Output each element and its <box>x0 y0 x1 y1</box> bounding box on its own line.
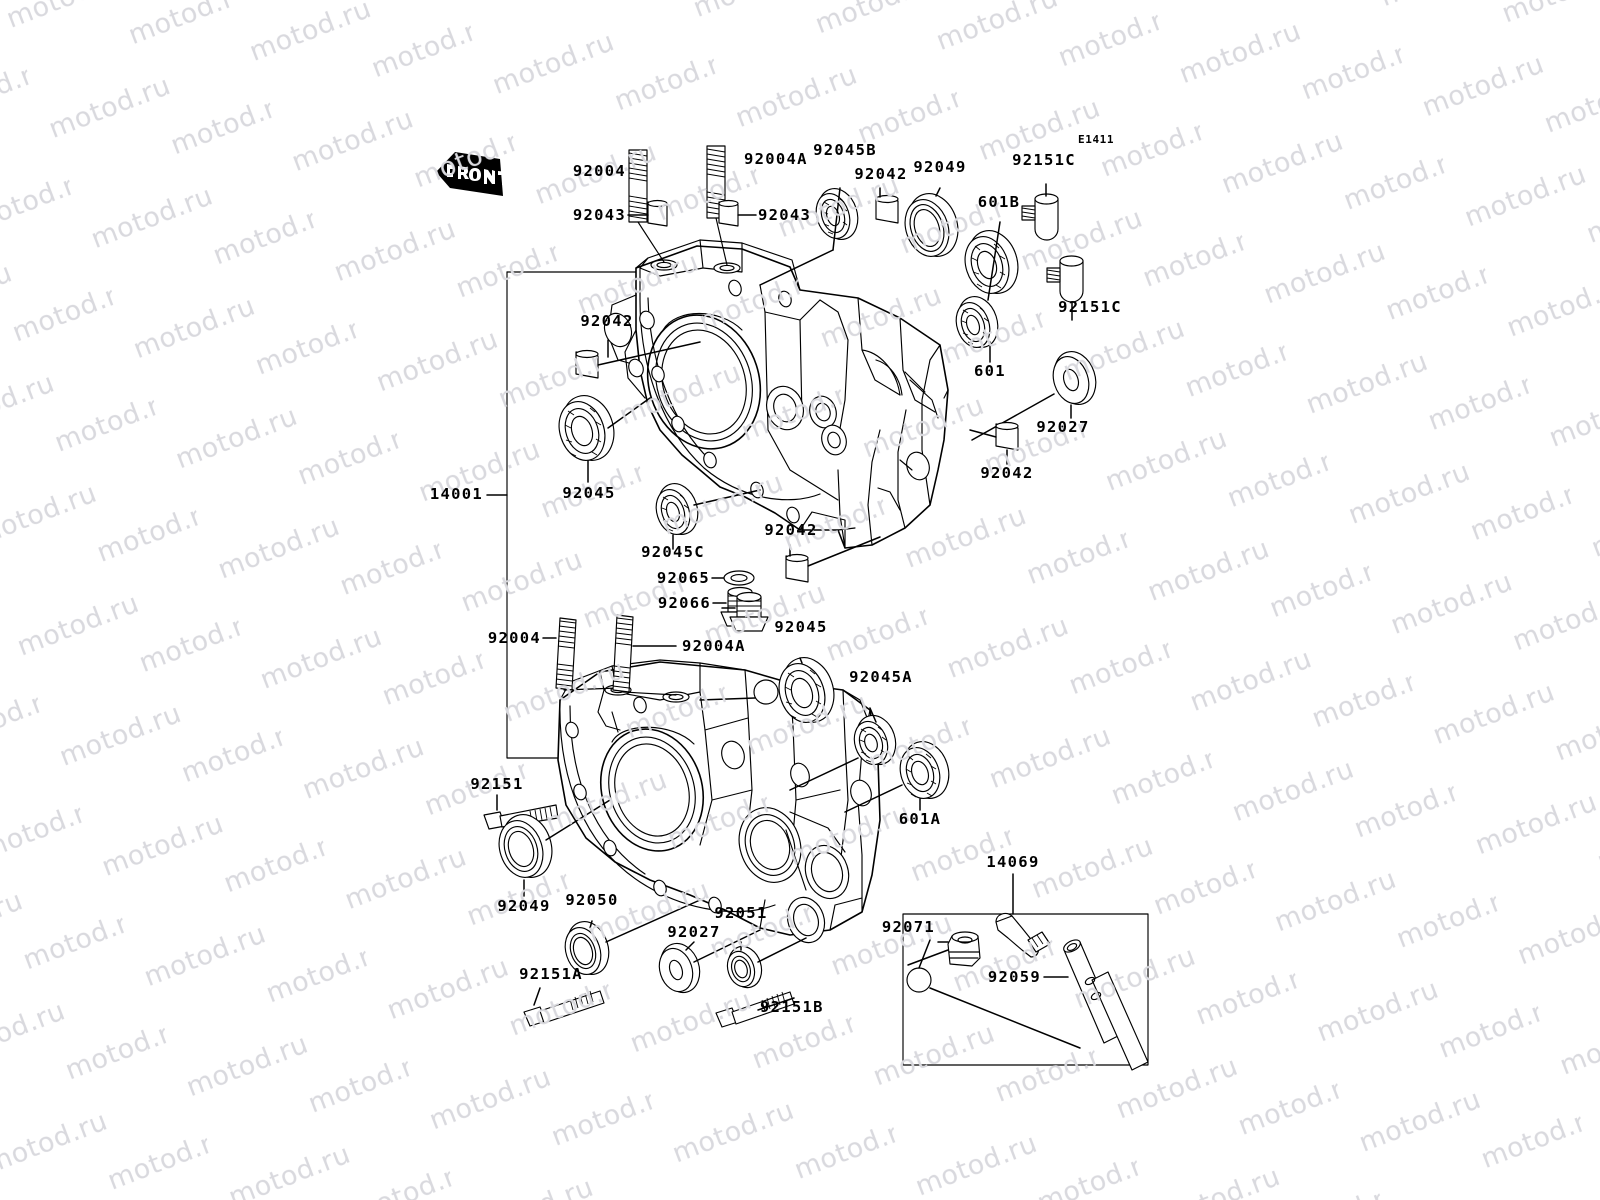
label-92045a: 92045A <box>849 668 913 686</box>
label-601a: 601A <box>898 810 942 828</box>
part-92065 <box>711 570 755 586</box>
part-601 <box>955 296 999 363</box>
label-92004a-upper: 92004A <box>744 150 808 168</box>
front-arrow-icon <box>436 152 508 196</box>
part-92049-upper <box>904 187 959 257</box>
upper-crankcase-body <box>603 239 949 549</box>
label-92042-mid: 92042 <box>764 521 818 539</box>
part-92151c-top <box>1021 183 1059 241</box>
label-92027-lower: 92027 <box>667 923 721 941</box>
label-92042-top: 92042 <box>854 165 908 183</box>
figure-code: E1411 <box>1078 133 1115 146</box>
marker-a-lower <box>906 939 932 993</box>
label-92043-left: 92043 <box>572 206 626 224</box>
label-92059: 92059 <box>987 968 1041 986</box>
label-14069: 14069 <box>986 853 1040 871</box>
label-92050: 92050 <box>565 891 619 909</box>
label-92042-left: 92042 <box>580 312 634 330</box>
part-92042-right <box>969 421 1019 465</box>
label-92043-right: 92043 <box>758 206 812 224</box>
label-92151c-mid: 92151C <box>1058 298 1122 316</box>
label-601: 601 <box>974 362 1006 380</box>
part-92071 <box>937 931 981 967</box>
label-92151c-top: 92151C <box>1012 151 1076 169</box>
label-92071: 92071 <box>881 918 935 936</box>
label-92045c: 92045C <box>641 543 705 561</box>
label-92065: 92065 <box>656 569 710 587</box>
part-92045-upper <box>558 395 651 483</box>
label-92004a-lower: 92004A <box>682 637 746 655</box>
part-breather-elbow <box>995 913 1051 958</box>
label-92049-upper: 92049 <box>913 158 967 176</box>
label-92045-upper: 92045 <box>562 484 616 502</box>
label-92042-right: 92042 <box>980 464 1034 482</box>
part-92043-right <box>718 199 757 227</box>
label-92151b: 92151B <box>760 998 824 1016</box>
part-92042-top <box>875 187 899 224</box>
part-601b <box>964 221 1019 301</box>
label-92049-lower: 92049 <box>497 897 551 915</box>
label-92051: 92051 <box>714 904 768 922</box>
label-92151: 92151 <box>470 775 524 793</box>
label-92151a: 92151A <box>519 965 583 983</box>
label-92045b: 92045B <box>813 141 877 159</box>
label-92027-upper: 92027 <box>1036 418 1090 436</box>
part-92051 <box>726 937 807 989</box>
label-601b: 601B <box>977 193 1021 211</box>
part-92151a <box>523 987 605 1027</box>
label-92004-upper: 92004 <box>572 162 626 180</box>
part-92059 <box>1043 939 1149 1071</box>
label-14001: 14001 <box>429 485 483 503</box>
label-92045-lower: 92045 <box>774 618 828 636</box>
label-92066: 92066 <box>657 594 711 612</box>
label-92004-lower: 92004 <box>487 629 541 647</box>
